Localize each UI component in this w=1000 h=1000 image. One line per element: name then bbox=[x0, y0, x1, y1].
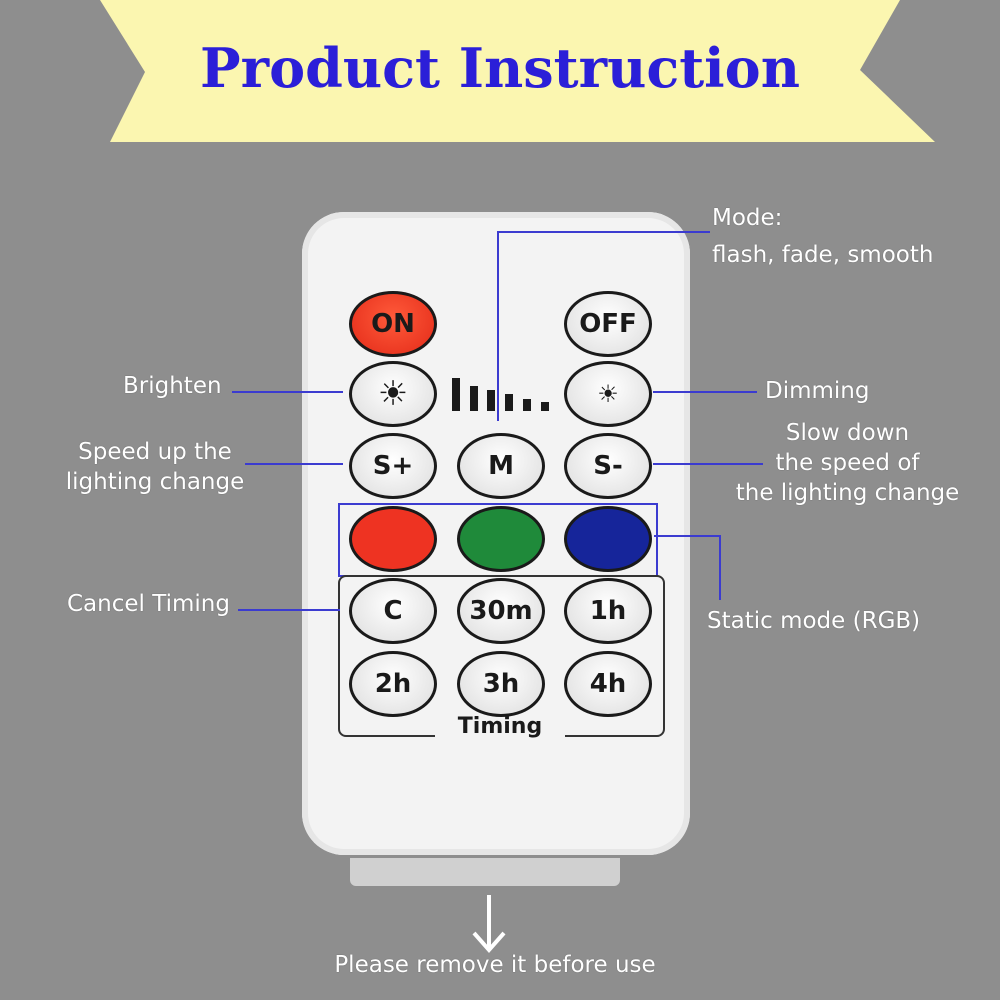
slow-down-label-1: Slow down bbox=[785, 420, 910, 446]
blue-button[interactable] bbox=[564, 506, 652, 572]
dimming-leader-line bbox=[653, 391, 757, 393]
slow-down-leader-line bbox=[653, 463, 763, 465]
brighten-label: Brighten bbox=[123, 373, 222, 399]
mode-button[interactable]: M bbox=[457, 433, 545, 499]
green-button[interactable] bbox=[457, 506, 545, 572]
dimming-label: Dimming bbox=[765, 378, 870, 404]
cancel-timing-label: Cancel Timing bbox=[67, 591, 230, 617]
mode-leader-line-vertical bbox=[497, 231, 499, 421]
rgb-highlight-box bbox=[338, 503, 658, 577]
timer-30m-button[interactable]: 30m bbox=[457, 578, 545, 644]
timer-1h-button[interactable]: 1h bbox=[564, 578, 652, 644]
speed-down-button[interactable]: S- bbox=[564, 433, 652, 499]
slow-down-label-3: the lighting change bbox=[735, 480, 960, 506]
speed-up-label-1: Speed up the bbox=[78, 439, 232, 465]
title-banner bbox=[100, 0, 935, 142]
mode-label-1: Mode: bbox=[712, 205, 783, 231]
static-leader-line bbox=[654, 535, 721, 537]
speed-up-leader-line bbox=[245, 463, 343, 465]
battery-pull-tab bbox=[350, 858, 620, 886]
cancel-timing-button[interactable]: C bbox=[349, 578, 437, 644]
off-button[interactable]: OFF bbox=[564, 291, 652, 357]
static-mode-label: Static mode (RGB) bbox=[707, 608, 921, 634]
mode-label-2: flash, fade, smooth bbox=[712, 242, 934, 268]
on-button[interactable]: ON bbox=[349, 291, 437, 357]
brighten-leader-line bbox=[232, 391, 343, 393]
brighten-button[interactable]: ☀ bbox=[349, 361, 437, 427]
slow-down-label-2: the speed of bbox=[775, 450, 920, 476]
timer-2h-button[interactable]: 2h bbox=[349, 651, 437, 717]
arrow-down-icon bbox=[472, 895, 506, 954]
sun-large-icon: ☀ bbox=[377, 374, 409, 414]
timer-3h-button[interactable]: 3h bbox=[457, 651, 545, 717]
static-leader-line-vertical bbox=[719, 535, 721, 600]
page-title: Product Instruction bbox=[200, 36, 800, 100]
sun-small-icon: ☀ bbox=[597, 380, 619, 408]
mode-leader-line bbox=[497, 231, 710, 233]
speed-up-label-2: lighting change bbox=[65, 469, 245, 495]
speed-up-button[interactable]: S+ bbox=[349, 433, 437, 499]
cancel-leader-line bbox=[238, 609, 340, 611]
red-button[interactable] bbox=[349, 506, 437, 572]
timer-4h-button[interactable]: 4h bbox=[564, 651, 652, 717]
timing-label: Timing bbox=[435, 714, 565, 739]
remove-tab-label: Please remove it before use bbox=[334, 952, 656, 978]
dimming-button[interactable]: ☀ bbox=[564, 361, 652, 427]
